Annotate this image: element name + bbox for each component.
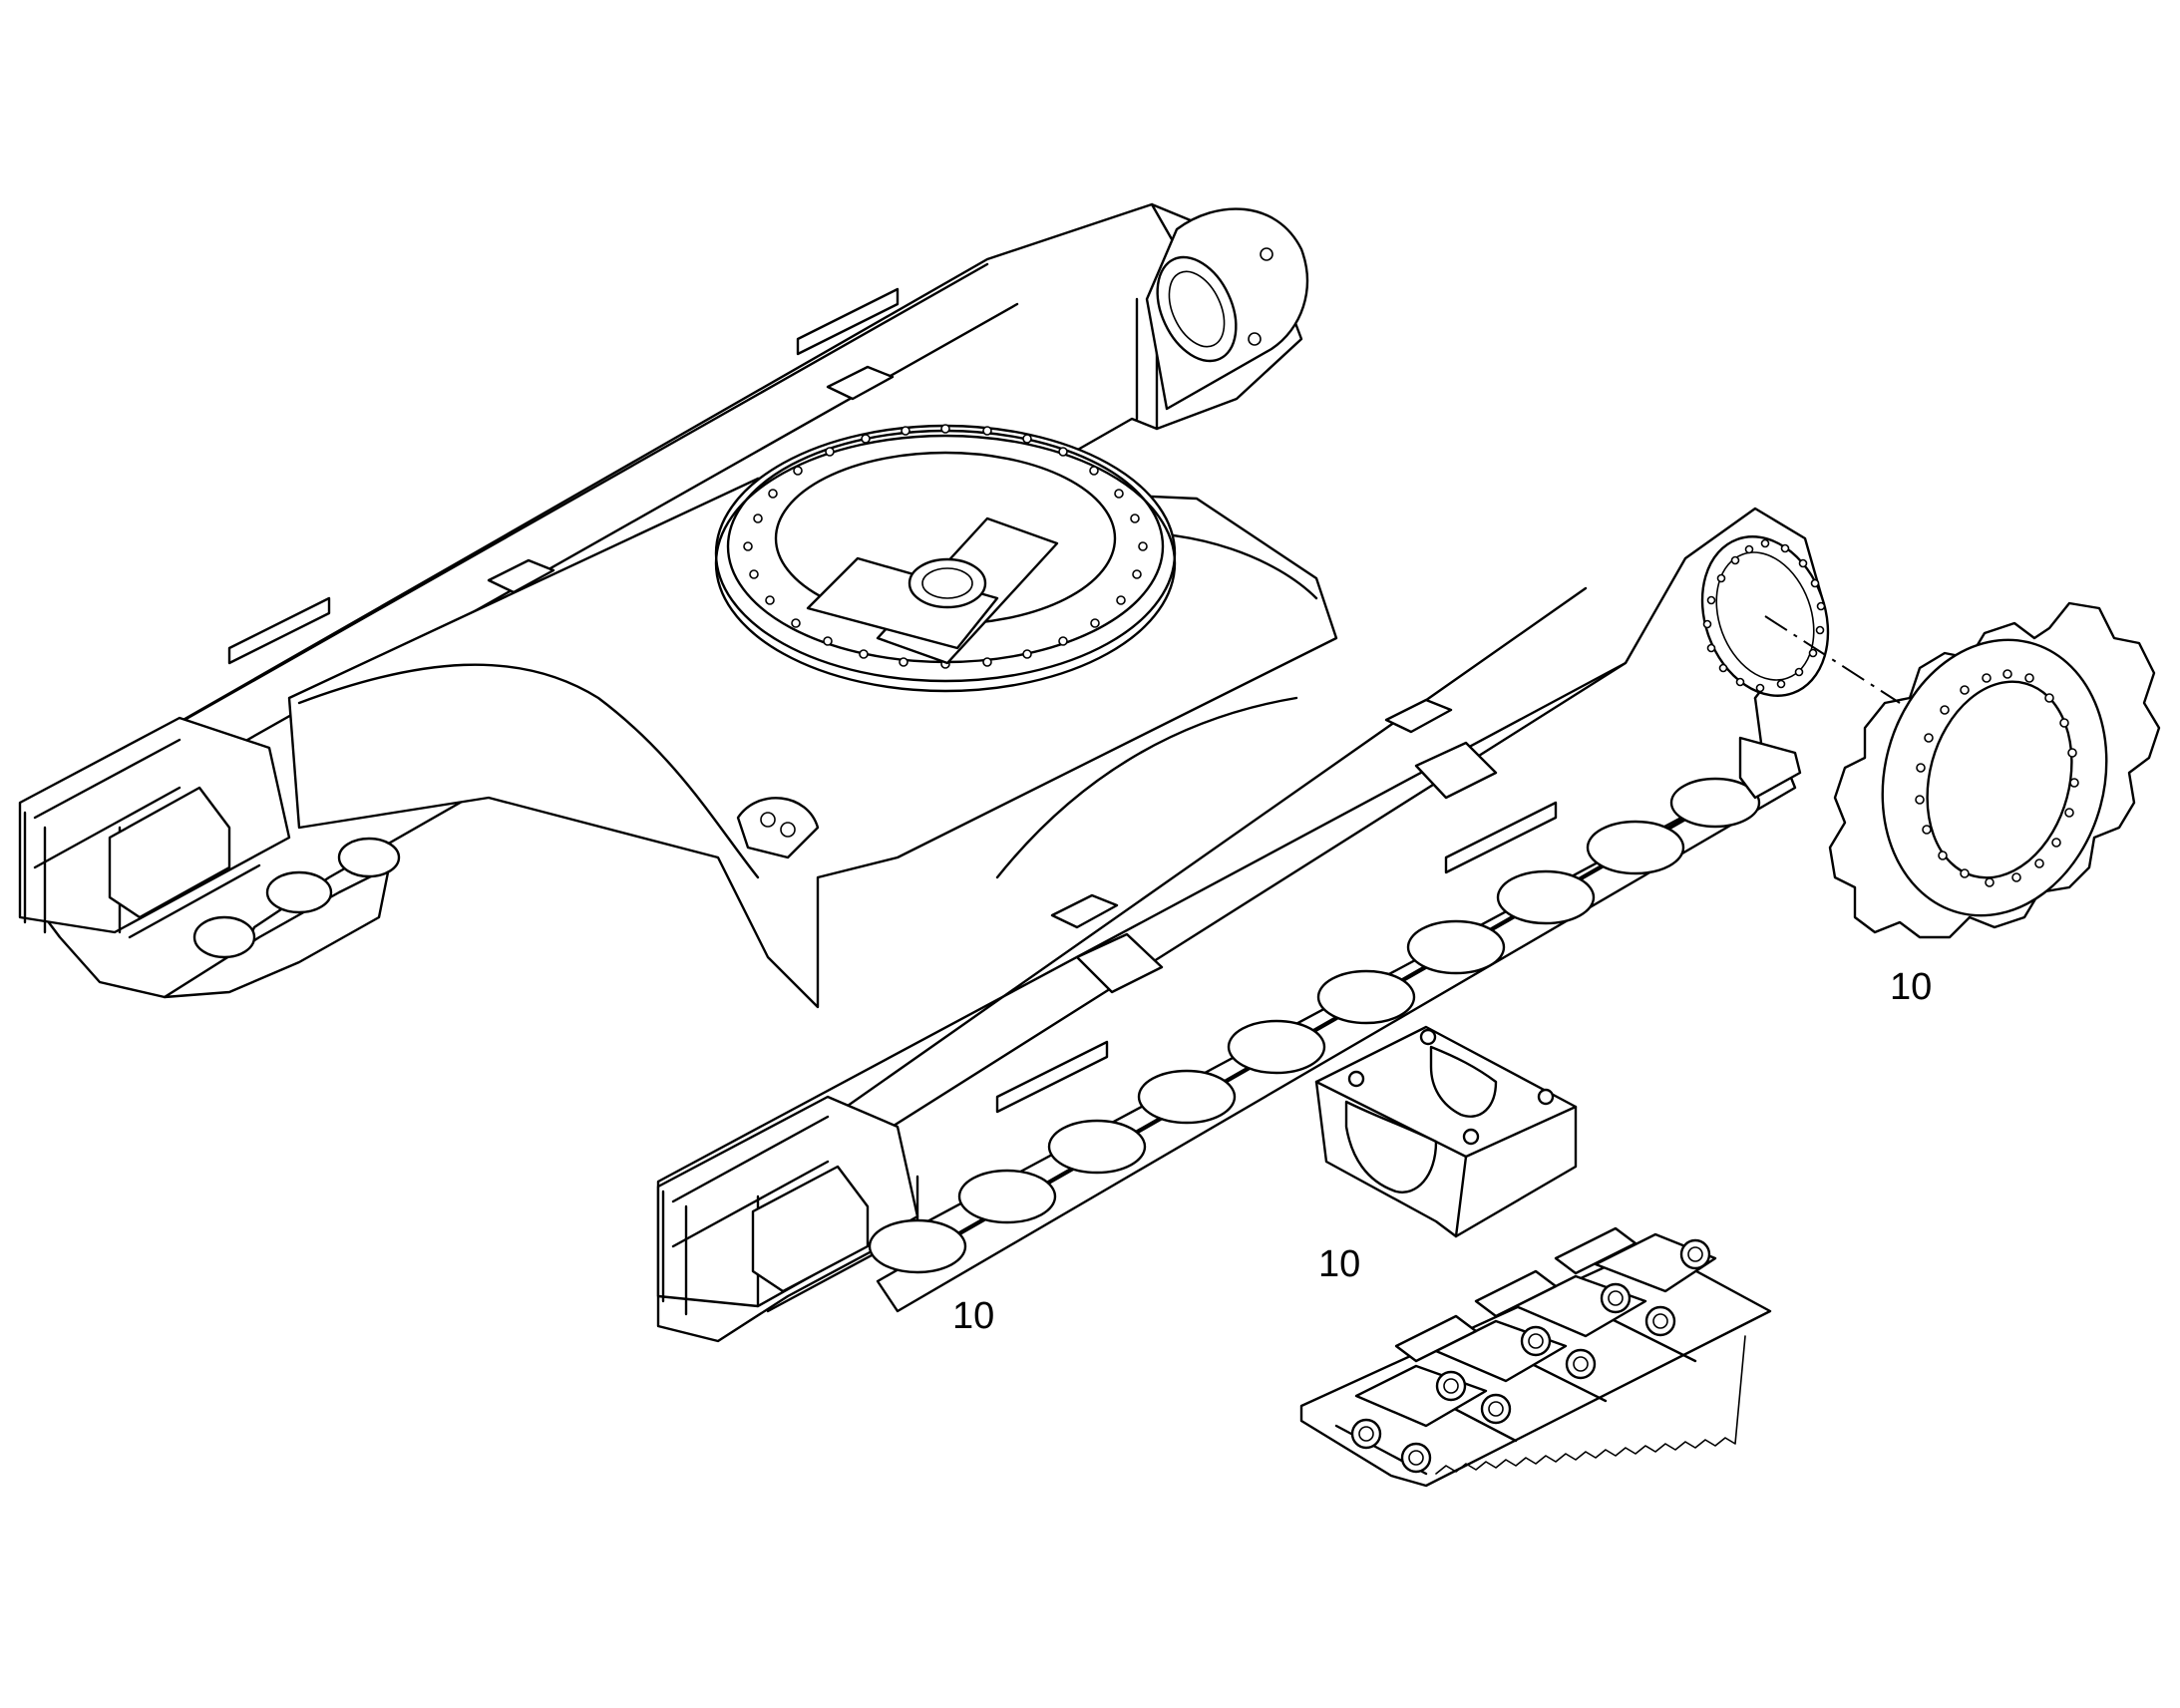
- undercarriage-frame: [18, 202, 1830, 1343]
- guard-bolt-4: [1462, 1128, 1480, 1146]
- access-hole-1: [1414, 741, 1498, 800]
- track-rollers: [868, 761, 1797, 1313]
- center-joint-hole: [908, 557, 987, 609]
- guard-bolt-2: [1347, 1070, 1365, 1088]
- track-chain: [1299, 1226, 1772, 1488]
- carrier-roller-guard: [1314, 1025, 1578, 1238]
- rear-frame-end: [18, 716, 291, 939]
- cover-plate-1: [826, 365, 895, 401]
- center-cross-plate: [806, 556, 999, 650]
- callout-sprocket: 10: [1890, 966, 1932, 1008]
- center-body-inner-curve: [995, 696, 1298, 879]
- track-guard-brackets: [227, 287, 1558, 1114]
- callout-carrier-roller-guard: 10: [1318, 1243, 1360, 1285]
- lifting-lug: [736, 797, 820, 859]
- track-grouser-teeth: [1435, 1335, 1746, 1475]
- callout-track-rollers: 10: [952, 1295, 994, 1337]
- drive-sprocket: [1828, 601, 2161, 939]
- sprocket-center-line: [1764, 615, 1901, 704]
- track-pins: [1350, 1238, 1711, 1474]
- access-hole-2: [1075, 932, 1164, 994]
- swing-ring: [714, 424, 1177, 693]
- swing-ring-lower-edge: [714, 434, 1177, 693]
- cover-plate-3: [1384, 698, 1453, 734]
- guard-bolt-3: [1537, 1088, 1555, 1106]
- sprocket-bolt-holes: [1915, 669, 2079, 887]
- rear-track-rollers: [163, 837, 401, 999]
- cover-plate-2: [487, 558, 555, 594]
- center-body-curve-front: [297, 663, 760, 879]
- track-guard-end: [1738, 736, 1802, 800]
- rear-idler-housing: [1145, 207, 1309, 411]
- inspection-covers: [487, 365, 1498, 994]
- idler-bolt-ring: [1702, 538, 1826, 693]
- cover-plate-4: [1050, 893, 1119, 929]
- guard-bolt-1: [1419, 1028, 1437, 1046]
- front-frame-end: [656, 1095, 919, 1316]
